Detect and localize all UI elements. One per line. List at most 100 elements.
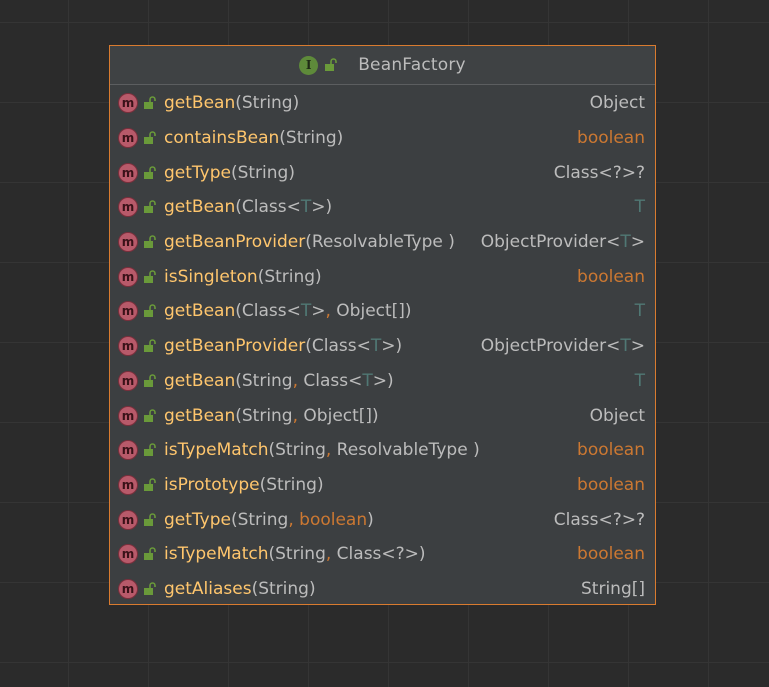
method-return-type: Class<?>? [553, 509, 645, 530]
method-params: (String, Class<?>) [268, 544, 426, 565]
method-return-type: boolean [577, 544, 645, 565]
method-return-type: T [634, 370, 645, 391]
method-signature: containsBean(String) [164, 128, 577, 148]
method-icon: m [118, 474, 138, 495]
method-params: (Class<T>) [305, 336, 403, 357]
public-lock-icon [144, 408, 156, 422]
method-name: isPrototype [164, 474, 260, 495]
method-name: isTypeMatch [164, 544, 269, 565]
uml-interface-box[interactable]: I BeanFactory m getBean (String) Object m con… [109, 45, 656, 605]
public-lock-icon [144, 478, 156, 491]
method-icon: m [118, 301, 138, 322]
method-return-type: Class<?>? [553, 162, 645, 183]
method-signature: isTypeMatch(String, ResolvableType ) [164, 440, 577, 460]
method-signature: getBeanProvider(ResolvableType ) [164, 232, 481, 252]
method-name: getType [164, 162, 231, 183]
public-lock-icon [144, 165, 156, 179]
method-name: getType [164, 509, 231, 530]
interface-icon: I [299, 55, 319, 75]
public-lock-icon [144, 96, 156, 110]
method-name: getBeanProvider [164, 336, 306, 357]
method-params: (ResolvableType ) [305, 232, 455, 253]
public-lock-icon [144, 270, 156, 283]
method-name: getBean [164, 197, 236, 218]
method-signature: getType(String, boolean) [164, 510, 554, 530]
public-lock-icon [144, 131, 156, 145]
method-signature: getBean(Class<T>) [164, 197, 635, 217]
method-params: (String) [259, 474, 324, 495]
method-icon: m [118, 232, 138, 253]
method-signature: getAliases(String) [164, 579, 581, 599]
public-lock-icon [144, 547, 156, 561]
method-signature: isTypeMatch(String, Class<?>) [164, 544, 577, 564]
method-icon: m [118, 266, 138, 287]
public-lock-icon [144, 512, 156, 526]
method-return-type: ObjectProvider<T> [480, 232, 645, 253]
public-lock-icon [144, 200, 156, 214]
public-lock-icon [325, 58, 337, 71]
method-row[interactable]: m getBean(String, Class<T>) T [110, 364, 655, 399]
public-lock-icon [144, 374, 156, 387]
method-icon: m [118, 544, 138, 565]
method-signature: getBean(String, Object[]) [164, 406, 590, 426]
method-icon: m [118, 336, 138, 357]
method-return-type: T [634, 197, 645, 218]
method-params: (String) [251, 578, 316, 599]
uml-header: I BeanFactory [110, 46, 655, 85]
method-name: isTypeMatch [164, 440, 269, 461]
method-return-type: ObjectProvider<T> [480, 336, 645, 357]
method-params: (String, ResolvableType ) [268, 440, 480, 461]
method-return-type: boolean [577, 128, 645, 149]
method-signature: getBean(Class<T>, Object[]) [164, 301, 635, 321]
method-params: (String) [279, 128, 344, 149]
public-lock-icon [144, 235, 156, 249]
method-name: getBeanProvider [164, 232, 306, 253]
method-return-type: Object [589, 93, 645, 114]
method-return-type: boolean [577, 474, 645, 495]
method-name: getAliases [164, 578, 252, 599]
method-icon: m [118, 370, 138, 391]
method-return-type: T [634, 301, 645, 322]
method-icon: m [118, 440, 138, 461]
public-lock-icon [144, 304, 156, 318]
method-icon: m [118, 162, 138, 183]
method-icon: m [118, 509, 138, 530]
method-params: (String) [235, 93, 300, 114]
method-name: getBean [164, 370, 236, 391]
method-row[interactable]: m getBean(Class<T>, Object[])T [110, 294, 655, 329]
method-params: (String, Object[]) [235, 405, 379, 426]
interface-title: BeanFactory [358, 55, 466, 75]
method-name: getBean [164, 405, 236, 426]
method-signature: isSingleton(String) [164, 267, 577, 287]
method-params: (Class<T>) [235, 197, 333, 218]
method-icon: m [118, 197, 138, 218]
method-params: (String, boolean) [230, 509, 374, 530]
method-name: containsBean [164, 128, 280, 149]
method-icon: m [118, 405, 138, 426]
method-signature: isPrototype(String) [164, 475, 577, 495]
method-name: isSingleton [164, 266, 258, 287]
method-return-type: boolean [577, 440, 645, 461]
method-params: (String) [257, 266, 322, 287]
method-name: getBean [164, 301, 236, 322]
method-return-type: String[] [581, 578, 645, 599]
method-signature: getBeanProvider(Class<T>) [164, 336, 481, 356]
method-icon: m [118, 128, 138, 149]
public-lock-icon [144, 443, 156, 457]
method-return-type: boolean [577, 266, 645, 287]
method-params: (String, Class<T>) [235, 370, 394, 391]
